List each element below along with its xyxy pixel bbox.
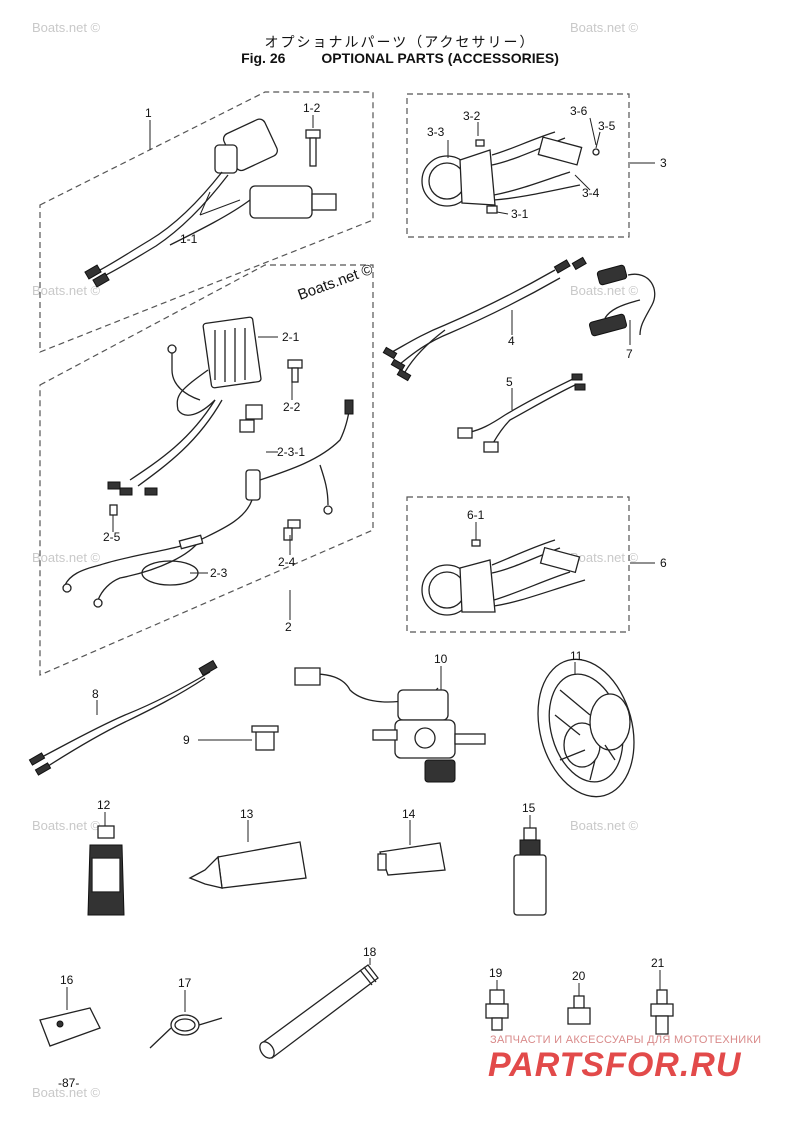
part-11-disc: [537, 658, 635, 798]
callout-11: 11: [570, 649, 583, 663]
part-8-harness: [28, 659, 218, 776]
callout-1-1: 1-1: [180, 232, 198, 246]
watermark: Boats.net ©: [32, 818, 101, 833]
brand-subtitle: ЗАПЧАСТИ И АКСЕССУАРЫ ДЛЯ МОТОТЕХНИКИ: [490, 1034, 762, 1046]
callout-18: 18: [363, 945, 377, 959]
watermark: Boats.net ©: [570, 818, 639, 833]
callout-10: 10: [434, 652, 448, 666]
group-box-1: [39, 91, 374, 353]
callout-14: 14: [402, 807, 416, 821]
callout-5: 5: [506, 375, 513, 389]
watermark: Boats.net ©: [32, 20, 101, 35]
callout-3-6: 3-6: [570, 104, 588, 118]
part-9-fitting: [251, 725, 279, 751]
callout-19: 19: [489, 966, 503, 980]
figure-number: Fig. 26: [241, 50, 286, 66]
callout-1: 1: [145, 106, 152, 120]
watermark: Boats.net ©: [570, 283, 639, 298]
callout-1-2: 1-2: [303, 101, 321, 115]
callout-3-2: 3-2: [463, 109, 481, 123]
part-20-fitting: [567, 995, 591, 1025]
watermark: Boats.net ©: [32, 1085, 101, 1100]
callout-13: 13: [240, 807, 254, 821]
callout-2-1: 2-1: [282, 330, 300, 344]
callout-2-3-1: 2-3-1: [277, 445, 305, 459]
part-2-rectifier-kit: [62, 316, 354, 608]
callout-15: 15: [522, 801, 536, 815]
brand-logo: PARTSFOR.RU: [488, 1046, 742, 1084]
part-5-harness: [457, 373, 586, 453]
part-21-fitting: [650, 989, 674, 1035]
callout-2-4: 2-4: [278, 555, 296, 569]
callout-3-1: 3-1: [511, 207, 529, 221]
watermark: Boats.net ©: [32, 550, 101, 565]
callout-6: 6: [660, 556, 667, 570]
part-13-grease-tube: [188, 841, 307, 889]
callout-9: 9: [183, 733, 190, 747]
callout-16: 16: [60, 973, 74, 987]
part-19-fitting: [485, 989, 509, 1031]
group-box-6: [406, 496, 630, 633]
callout-2-3: 2-3: [210, 566, 228, 580]
callout-20: 20: [572, 969, 586, 983]
callout-7: 7: [626, 347, 633, 361]
callout-12: 12: [97, 798, 111, 812]
part-18-shaft: [259, 964, 379, 1059]
callout-3-5: 3-5: [598, 119, 616, 133]
watermark: Boats.net ©: [32, 283, 101, 298]
callout-8: 8: [92, 687, 99, 701]
callout-2-2: 2-2: [283, 400, 301, 414]
callout-2-5: 2-5: [103, 530, 121, 544]
part-4-harness: [382, 256, 587, 382]
part-3-gauge-kit: [421, 131, 600, 214]
callout-3: 3: [660, 156, 667, 170]
part-1-coil-kit: [84, 118, 337, 288]
part-7-harness: [588, 264, 656, 337]
page-number: -87-: [58, 1076, 80, 1090]
callout-3-3: 3-3: [427, 125, 445, 139]
figure-title: Fig. 26 OPTIONAL PARTS (ACCESSORIES): [0, 50, 800, 66]
callout-21: 21: [651, 956, 665, 970]
part-16-anode: [39, 1007, 101, 1047]
callout-17: 17: [178, 976, 192, 990]
part-17-spring: [149, 1014, 223, 1049]
figure-title-en: OPTIONAL PARTS (ACCESSORIES): [321, 50, 559, 66]
group-box-2: [39, 264, 374, 676]
part-15-spray-can: [513, 827, 547, 916]
callout-labels: 1 1-1 1-2 2-1 2-2 2-3-1 2-4 2-5 2-3 2 3-…: [60, 101, 667, 990]
title-japanese: オプショナルパーツ（アクセサリー）: [264, 35, 536, 51]
callout-6-1: 6-1: [467, 508, 485, 522]
part-14-grease-tube: [377, 842, 446, 876]
callout-4: 4: [508, 334, 515, 348]
part-6-gauge-kit: [421, 539, 586, 616]
callout-2: 2: [285, 620, 292, 634]
part-1-2-bolt: [305, 129, 321, 167]
group-box-3: [406, 93, 630, 238]
callout-3-4: 3-4: [582, 186, 600, 200]
part-12-oil-bottle: [87, 825, 125, 916]
watermark: Boats.net ©: [570, 20, 639, 35]
watermark-dark: Boats.net ©: [296, 261, 376, 304]
watermark: Boats.net ©: [570, 550, 639, 565]
part-10-fuel-connector: [294, 667, 486, 783]
leader-lines: [66, 115, 661, 1012]
